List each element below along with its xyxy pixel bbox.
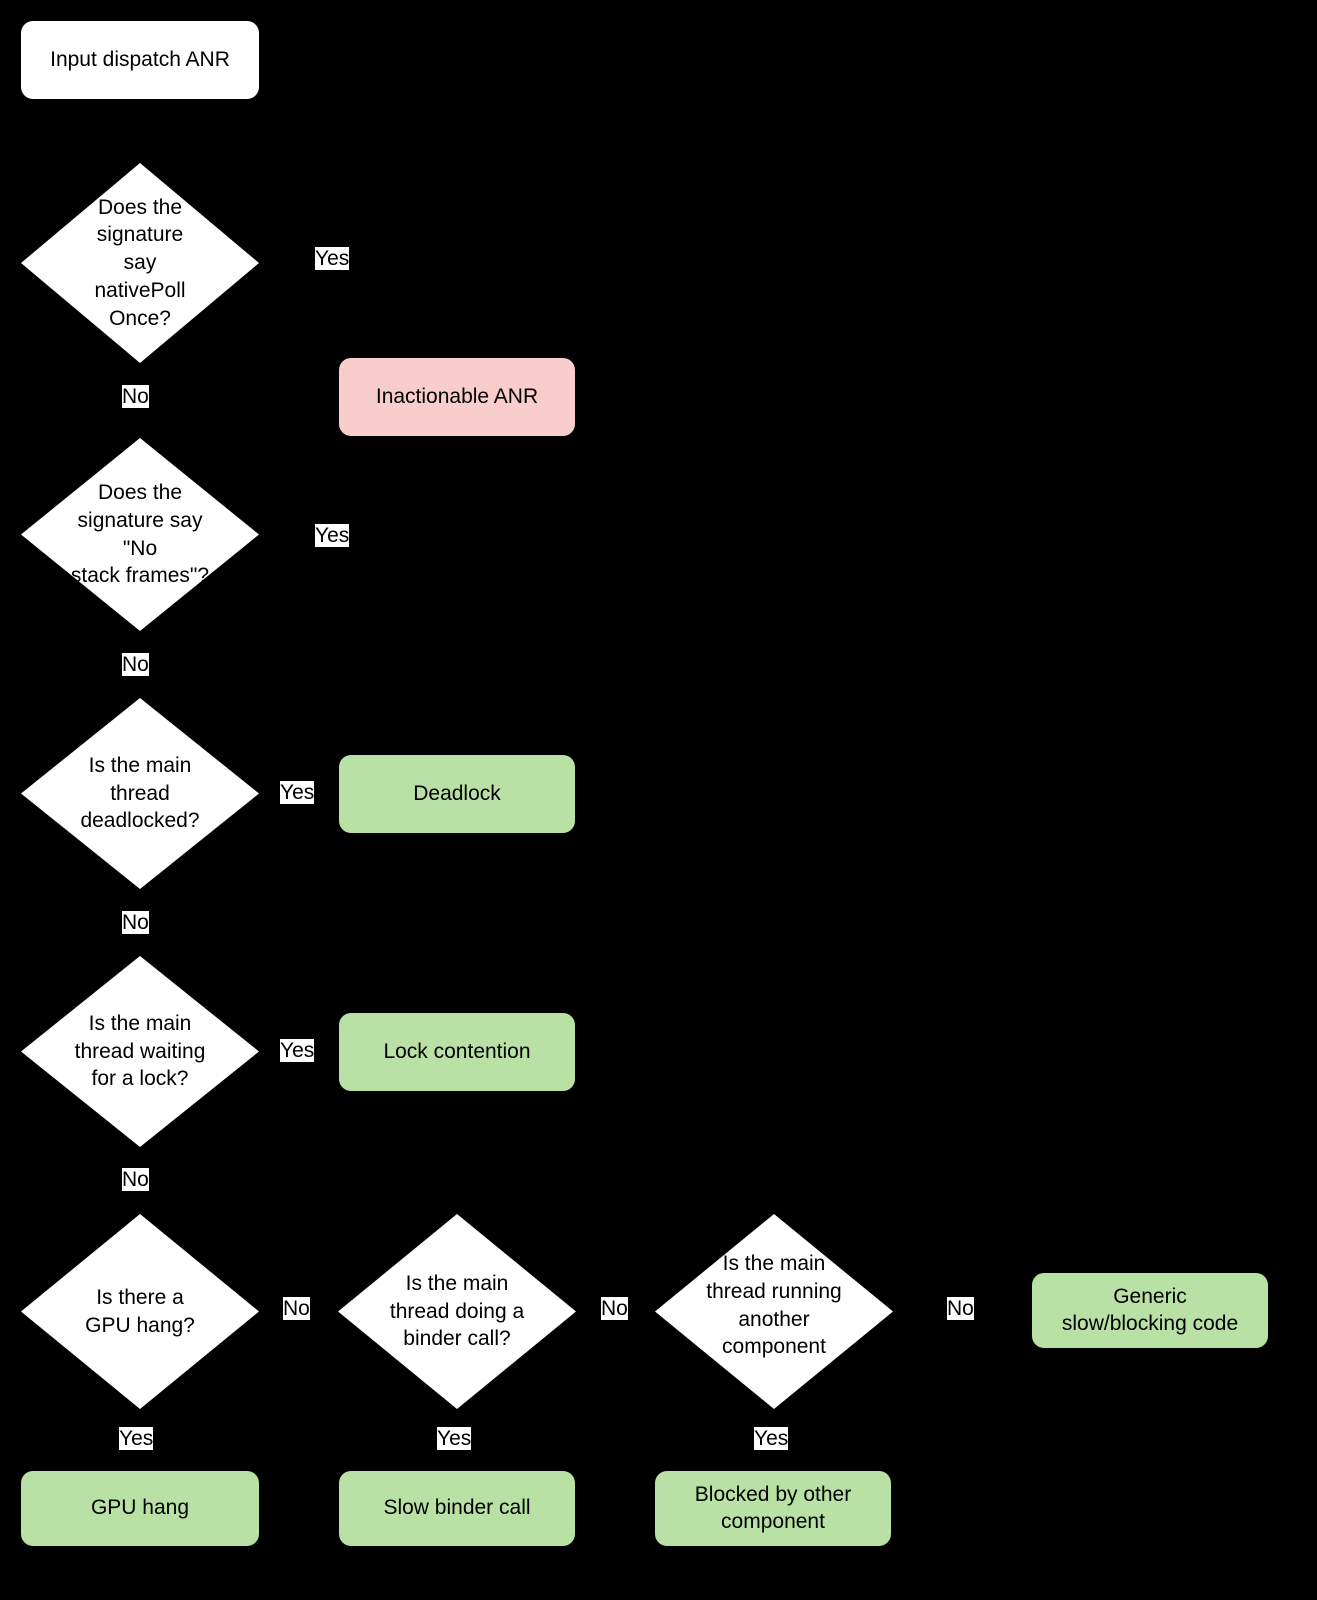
node-blocked-by-other-component-label: Blocked by other component [694, 1482, 852, 1533]
arrowhead-other-component-no [1026, 1304, 1035, 1316]
arrowhead-deadlocked-no [134, 949, 146, 958]
node-question-nativepollonce[interactable]: Does the signature say nativePoll Once? [21, 163, 259, 363]
arrowhead-waiting-lock-yes [330, 1046, 339, 1058]
edge-start-to-nativepollonce [139, 99, 141, 159]
node-question-no-stack-frames-label: Does the signature say "No stack frames"… [70, 481, 210, 588]
edge-label-nativepollonce-no: No [122, 385, 149, 408]
edge-label-gpu-hang-yes: Yes [119, 1427, 154, 1450]
arrowhead-other-component-yes [768, 1464, 780, 1473]
node-deadlock-label: Deadlock [413, 781, 501, 805]
edge-label-waiting-lock-yes: Yes [280, 1039, 315, 1062]
node-lock-contention[interactable]: Lock contention [339, 1013, 575, 1091]
arrowhead-nostackframes-no [134, 691, 146, 700]
node-question-no-stack-frames[interactable]: Does the signature say "No stack frames"… [21, 438, 259, 631]
node-slow-binder-call-label: Slow binder call [383, 1496, 531, 1520]
node-start-label: Input dispatch ANR [50, 47, 230, 71]
edge-nostackframes-yes [258, 537, 457, 539]
edge-label-binder-call-yes: Yes [437, 1427, 472, 1450]
edge-label-other-component-yes: Yes [754, 1427, 789, 1450]
node-question-gpu-hang-label: Is there a GPU hang? [85, 1285, 195, 1337]
edge-label-binder-call-no: No [601, 1297, 628, 1320]
arrowhead-nativepollonce-yes [451, 350, 463, 359]
edge-nativepollonce-yes-down [456, 262, 458, 356]
node-start[interactable]: Input dispatch ANR [21, 21, 259, 99]
node-question-deadlocked-label: Is the main thread deadlocked? [80, 753, 200, 833]
arrowhead-start-to-nativepollonce [134, 155, 146, 164]
node-question-nativepollonce-label: Does the signature say nativePoll Once? [94, 195, 186, 330]
edge-label-nativepollonce-yes: Yes [315, 247, 350, 270]
node-gpu-hang[interactable]: GPU hang [21, 1471, 259, 1546]
node-gpu-hang-label: GPU hang [90, 1496, 190, 1520]
edge-label-nostackframes-yes: Yes [315, 524, 350, 547]
node-question-binder-call-label: Is the main thread doing a binder call? [389, 1271, 525, 1351]
node-inactionable-anr-label: Inactionable ANR [375, 384, 539, 408]
edge-nativepollonce-yes [258, 262, 457, 264]
node-generic-slow-blocking-code[interactable]: Generic slow/blocking code [1032, 1273, 1268, 1348]
edge-label-waiting-lock-no: No [122, 1168, 149, 1191]
edge-label-nostackframes-no: No [122, 653, 149, 676]
node-deadlock[interactable]: Deadlock [339, 755, 575, 833]
arrowhead-gpu-hang-yes [134, 1464, 146, 1473]
edge-label-gpu-hang-no: No [283, 1297, 310, 1320]
node-blocked-by-other-component[interactable]: Blocked by other component [655, 1471, 891, 1546]
node-question-deadlocked[interactable]: Is the main thread deadlocked? [21, 698, 259, 889]
edge-label-deadlocked-yes: Yes [280, 781, 315, 804]
arrowhead-nativepollonce-no [134, 424, 146, 433]
arrowhead-waiting-lock-no [134, 1207, 146, 1216]
node-question-other-component[interactable]: Is the main thread running another compo… [655, 1214, 893, 1409]
arrowhead-binder-call-yes [451, 1464, 463, 1473]
node-inactionable-anr[interactable]: Inactionable ANR [339, 358, 575, 436]
edge-label-deadlocked-no: No [122, 911, 149, 934]
node-question-other-component-label: Is the main thread running another compo… [706, 1252, 842, 1359]
arrowhead-deadlocked-yes [330, 788, 339, 800]
node-question-waiting-for-lock[interactable]: Is the main thread waiting for a lock? [21, 956, 259, 1147]
node-question-waiting-for-lock-label: Is the main thread waiting for a lock? [74, 1011, 206, 1091]
node-slow-binder-call[interactable]: Slow binder call [339, 1471, 575, 1546]
node-lock-contention-label: Lock contention [383, 1039, 531, 1063]
edge-label-other-component-no: No [947, 1297, 974, 1320]
node-question-gpu-hang[interactable]: Is there a GPU hang? [21, 1214, 259, 1409]
node-question-binder-call[interactable]: Is the main thread doing a binder call? [338, 1214, 576, 1409]
edge-nostackframes-yes-up [456, 438, 458, 538]
node-generic-slow-blocking-code-label: Generic slow/blocking code [1061, 1284, 1239, 1335]
